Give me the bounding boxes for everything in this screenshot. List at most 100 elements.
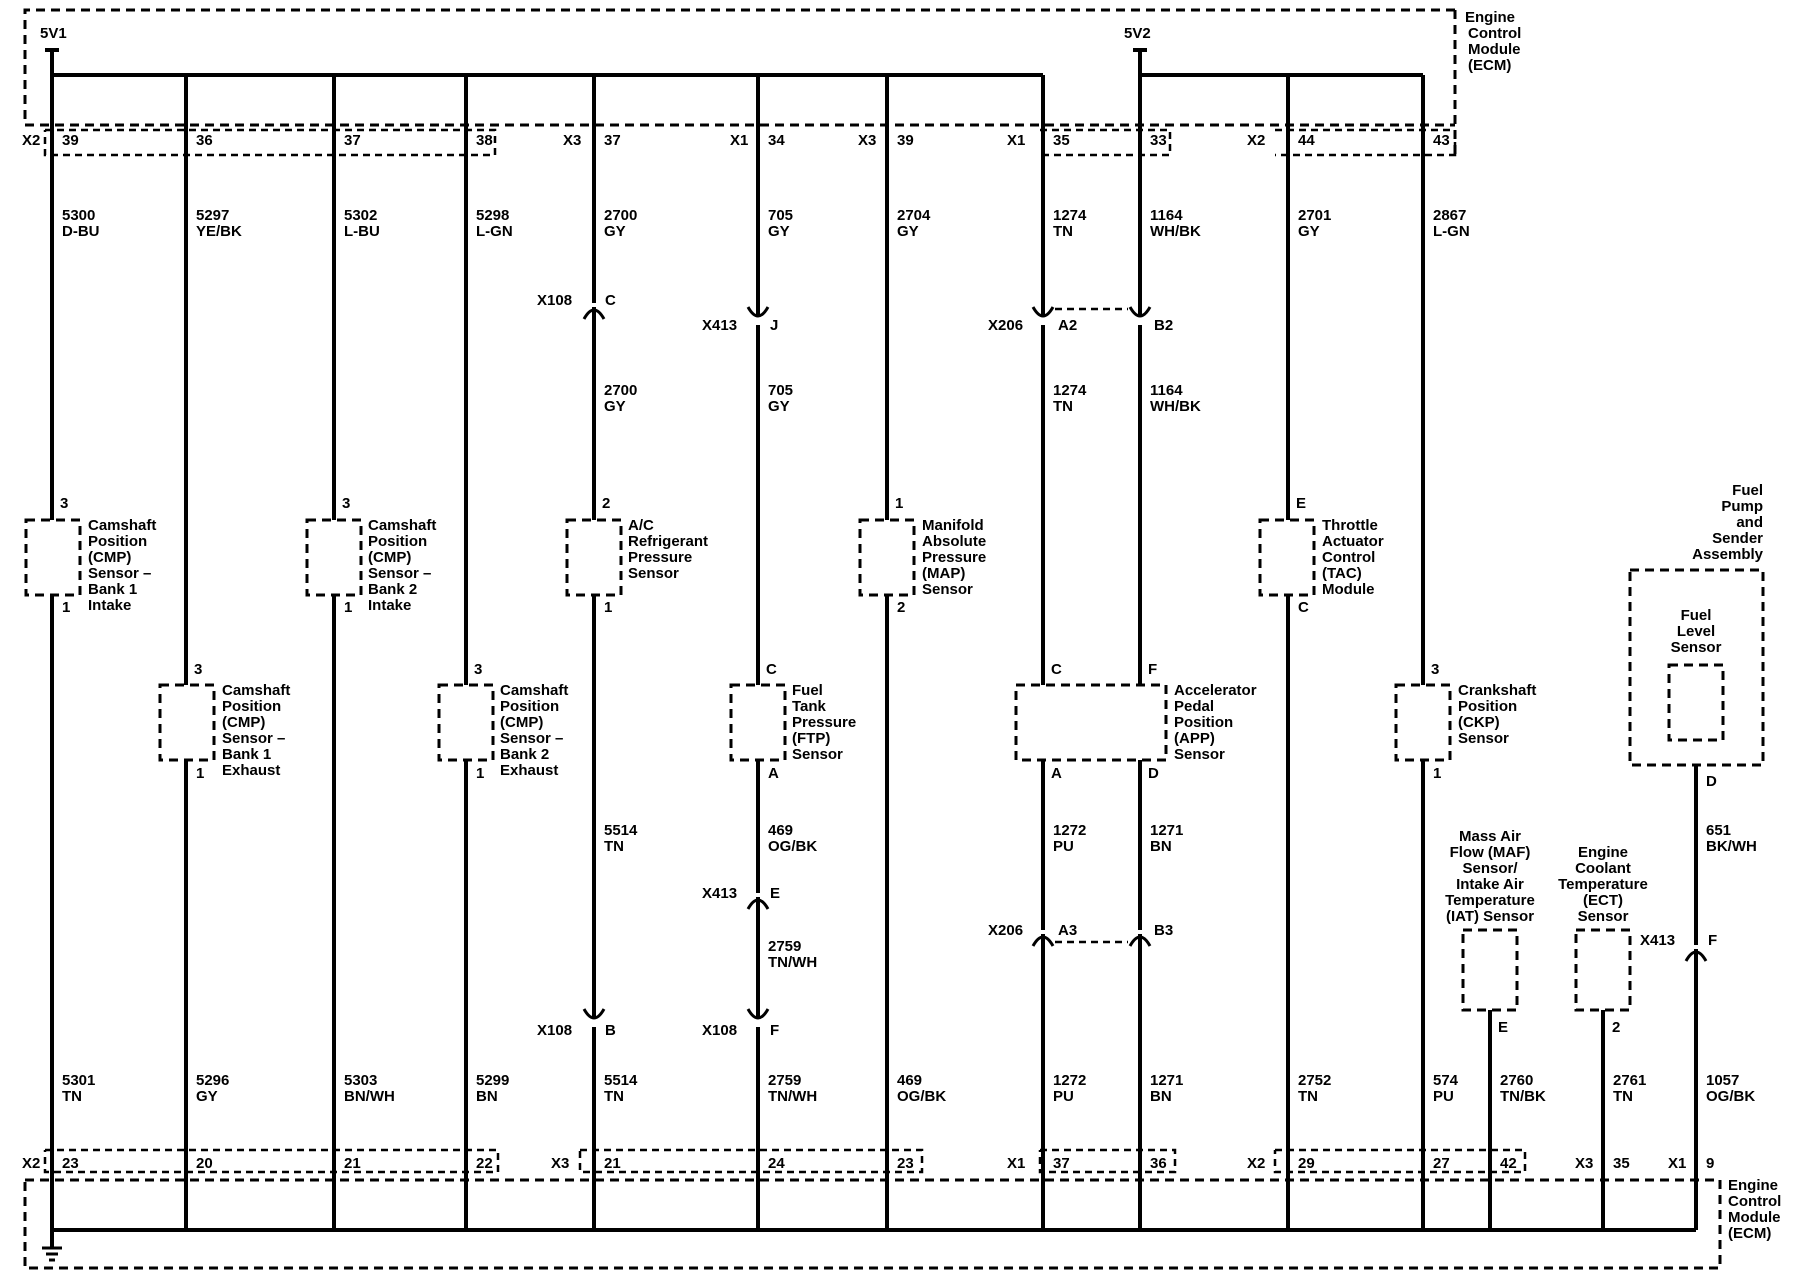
bottom-connector-label-3: X2: [1247, 1155, 1265, 1172]
fuel-level-sensor-box: [1667, 663, 1725, 742]
wire-bottom-id-0: 5301: [62, 1072, 95, 1089]
maf-label-1: Flow (MAF): [1450, 844, 1531, 861]
ac-pressure-label-3: Sensor: [628, 565, 679, 582]
ac-pressure-label-0: A/C: [628, 517, 654, 534]
cmp-b2-intake-box-bg: [307, 520, 361, 595]
wire-top-id-8: 1164: [1150, 207, 1183, 224]
top-pin-5: 34: [768, 132, 785, 149]
wire-top-id-2: 5302: [344, 207, 377, 224]
wire-bottom-color-5: TN/WH: [768, 1088, 817, 1105]
ac-pressure-label-2: Pressure: [628, 549, 692, 566]
bottom-connector-label-1: X3: [551, 1155, 569, 1172]
ref-5v1: 5V1: [40, 25, 67, 42]
wire-bottom-color-12: TN: [1613, 1088, 1633, 1105]
map-box: [858, 518, 916, 597]
wire-top-color-8: WH/BK: [1150, 223, 1201, 240]
wire-bottom-color-3: BN: [476, 1088, 498, 1105]
inline-connector-name-0: X108: [537, 292, 572, 309]
wire-mid-id-5: 705: [768, 382, 793, 399]
map-label-0: Manifold: [922, 517, 984, 534]
wire-bottom-color-1: GY: [196, 1088, 218, 1105]
wire-mid-id-4: 2700: [604, 382, 637, 399]
app-label-3: (APP): [1174, 730, 1215, 747]
inline-connector-pin-2: A2: [1058, 317, 1077, 334]
wire-bottom-color-9: TN: [1298, 1088, 1318, 1105]
ecm-bottom-boundary: Engine Control Module (ECM): [23, 1148, 1781, 1270]
inline-connector-pin-3: B2: [1154, 317, 1173, 334]
wire-bottom-id-5: 2759: [768, 1072, 801, 1089]
fuel-pump-label-0: Fuel: [1732, 482, 1763, 499]
cmp-b1-exhaust-pin-bottom: 1: [196, 765, 204, 782]
wire-bottom-id-10: 574: [1433, 1072, 1459, 1089]
wire-mid3-color-5: TN/WH: [768, 954, 817, 971]
cmp-b2-exhaust-box: [437, 683, 495, 762]
ect-box-bg: [1576, 930, 1630, 1010]
fuel-pump-label-2: and: [1736, 514, 1763, 531]
wire-top-color-9: GY: [1298, 223, 1320, 240]
ftp-label-3: (FTP): [792, 730, 830, 747]
wire-top-color-2: L-BU: [344, 223, 380, 240]
wire-top-color-6: GY: [897, 223, 919, 240]
ckp-box-bg: [1396, 685, 1450, 760]
inline-connector-name-4: X413: [702, 885, 737, 902]
ref-5v2: 5V2: [1124, 25, 1151, 42]
wire-top-id-9: 2701: [1298, 207, 1331, 224]
bottom-connector-label-0: X2: [22, 1155, 40, 1172]
cmp-b1-intake-label-2: (CMP): [88, 549, 131, 566]
tac-label-0: Throttle: [1322, 517, 1378, 534]
tac-label-2: Control: [1322, 549, 1375, 566]
ecm-top-title-3: Module: [1468, 41, 1521, 58]
bottom-pin-11: 42: [1500, 1155, 1517, 1172]
fuel-pump-pin-bottom: D: [1706, 773, 1717, 790]
wire-top-color-7: TN: [1053, 223, 1073, 240]
ect-box: [1574, 928, 1632, 1012]
top-pin-3: 38: [476, 132, 493, 149]
connector-x413-j: [746, 289, 770, 325]
ecm-bottom-title-4: (ECM): [1728, 1225, 1771, 1242]
top-pin-8: 33: [1150, 132, 1167, 149]
wire-top-color-4: GY: [604, 223, 626, 240]
wire-bottom-id-8: 1271: [1150, 1072, 1183, 1089]
fuel-level-label-1: Level: [1677, 623, 1715, 640]
maf-pin-bottom: E: [1498, 1019, 1508, 1036]
cmp-b2-exhaust-label-0: Camshaft: [500, 682, 568, 699]
fuel-level-sensor-box-bg: [1669, 665, 1723, 740]
cmp-b2-exhaust-box-bg: [439, 685, 493, 760]
wire-top-id-10: 2867: [1433, 207, 1466, 224]
top-pin-7: 35: [1053, 132, 1070, 149]
fuel-level-label-2: Sensor: [1671, 639, 1722, 656]
ecm-bottom-title-1: Engine: [1728, 1177, 1778, 1194]
top-pin-6: 39: [897, 132, 914, 149]
wire-bottom-id-7: 1272: [1053, 1072, 1086, 1089]
cmp-b1-exhaust-label-5: Exhaust: [222, 762, 280, 779]
cmp-b1-exhaust-box-bg: [160, 685, 214, 760]
wire-mid2-color-8: BN: [1150, 838, 1172, 855]
wire-bottom-color-11: TN/BK: [1500, 1088, 1546, 1105]
cmp-b2-intake-pin-top: 3: [342, 495, 350, 512]
inline-connector-name-1: X413: [702, 317, 737, 334]
connector-x206-b2: [1128, 289, 1152, 325]
tac-pin-top: E: [1296, 495, 1306, 512]
fuel-level-label-0: Fuel: [1681, 607, 1712, 624]
app-pin-bottom-d: D: [1148, 765, 1159, 782]
bottom-pin-10: 27: [1433, 1155, 1450, 1172]
ect-pin-bottom: 2: [1612, 1019, 1620, 1036]
wire-mid2-id-8: 1271: [1150, 822, 1183, 839]
inline-connector-name-5: X206: [988, 922, 1023, 939]
wires-layer: [50, 75, 1708, 1230]
top-pin-1: 36: [196, 132, 213, 149]
top-pin-4: 37: [604, 132, 621, 149]
tac-label-1: Actuator: [1322, 533, 1384, 550]
components-layer: [24, 518, 1765, 1012]
wire-mid2-color-4: TN: [604, 838, 624, 855]
wire-bottom-color-0: TN: [62, 1088, 82, 1105]
map-label-2: Pressure: [922, 549, 986, 566]
fuel-pump-assembly-box: [1628, 568, 1765, 767]
cmp-b2-exhaust-label-3: Sensor –: [500, 730, 563, 747]
map-label-3: (MAP): [922, 565, 965, 582]
bottom-pin-7: 37: [1053, 1155, 1070, 1172]
connector-x108-c: [582, 303, 606, 335]
cmp-b1-exhaust-label-1: Position: [222, 698, 281, 715]
wire-bottom-id-1: 5296: [196, 1072, 229, 1089]
